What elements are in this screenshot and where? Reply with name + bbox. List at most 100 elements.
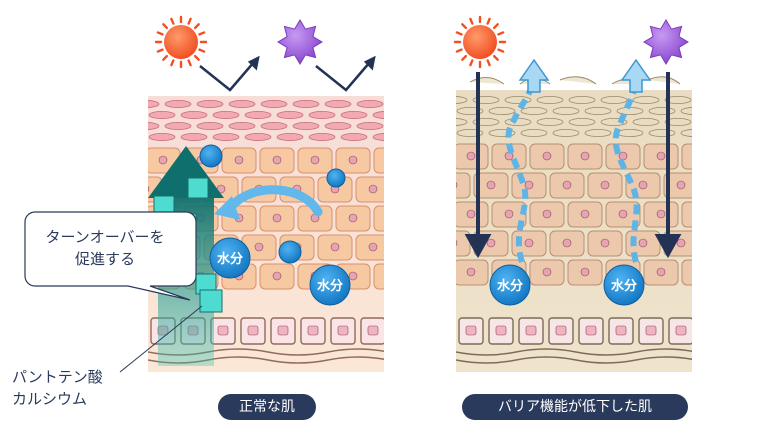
cell-nucleus [656,209,666,219]
basal-nucleus [615,325,627,336]
corneum-cell [308,111,336,120]
cell-nucleus [695,152,703,160]
cell-nucleus [542,209,552,219]
cell-nucleus [600,180,610,190]
cell-nucleus [695,268,703,276]
cell-nucleus [600,238,610,248]
cell-nucleus [562,180,572,190]
corneum-cell [292,122,320,131]
water-label: 水分 [611,278,637,294]
reflect-arrow-icon [199,55,376,92]
skin-cell [456,172,471,199]
cell-nucleus [310,155,320,165]
cell-nucleus [504,209,514,219]
sun-ray [497,48,505,53]
sun-ray [486,17,491,25]
cell-nucleus [580,151,590,161]
skin-cell [681,259,692,286]
corneum-cell [148,132,176,141]
corneum-cell [372,133,384,141]
sun-ray [492,54,499,61]
basal-nucleus [645,325,657,336]
corneum-cell [148,111,176,120]
cell-nucleus [486,238,496,248]
cell-nucleus [348,155,358,165]
cell-nucleus [387,214,395,222]
corneum-cell [648,107,676,116]
cell-nucleus [562,238,572,248]
sun-ray [170,17,175,25]
corneum-cell [520,128,548,137]
cell-nucleus [158,155,168,165]
sun-ray [461,23,468,30]
corneum-cell [648,128,676,137]
sun-ray [156,31,164,36]
skin-cell [373,147,384,174]
sun-icon [154,15,208,69]
skin-cell [456,230,471,257]
corneum-cell [356,100,384,109]
corneum-cell [456,96,468,104]
water-droplets-normal [199,144,346,264]
caption-damaged-skin: バリア機能が低下した肌 [462,394,688,420]
corneum-cell [664,118,692,127]
water-bubble: 水分 [309,264,351,306]
corneum-cell [244,111,272,120]
cell-nucleus [486,180,496,190]
corneum-cell [680,107,692,115]
ingredient-label: パントテン酸 カルシウム [12,366,182,410]
sun-ray [469,17,474,25]
corneum-cell [260,122,288,131]
stratum-corneum-normal [148,100,384,141]
cell-nucleus [656,267,666,277]
basal-nucleus [247,325,259,336]
ingredient-line-2: カルシウム [12,390,88,408]
penetrate-arrow-icon [464,72,682,259]
cell-nucleus [542,267,552,277]
corneum-cell [632,118,660,127]
sun-ray [497,31,505,36]
basal-nucleus [277,325,289,336]
sun-disc [164,25,198,59]
corneum-cell [600,96,628,105]
corneum-cell [180,111,208,120]
cell-nucleus [387,272,395,280]
cell-nucleus [348,213,358,223]
corneum-cell [196,100,224,109]
cell-nucleus [524,238,534,248]
corneum-cell [536,118,564,127]
cell-nucleus [524,180,534,190]
corneum-cell [276,111,304,120]
callout-text: ターンオーバーを 促進する [25,226,185,270]
basal-nucleus [495,325,507,336]
basal-nucleus [217,325,229,336]
corneum-cell [244,132,272,141]
cell-nucleus [148,185,150,193]
caption-normal-skin: 正常な肌 [218,394,316,420]
moisture-escape-paths [505,81,640,263]
basal-nucleus [675,325,687,336]
callout-bubble [24,211,197,301]
corneum-cell [520,107,548,116]
corneum-cell [568,96,596,105]
corneum-cell [180,132,208,141]
cell-nucleus [456,181,458,189]
basal-nucleus [367,325,379,336]
cell-nucleus [272,155,282,165]
corneum-cell [340,132,368,141]
basal-layer-damaged [456,317,692,364]
uv-star-icon [643,19,689,65]
sun-ray [187,59,192,67]
callout-line-2: 促進する [74,250,135,268]
corneum-cell [616,107,644,116]
corneum-cell [308,132,336,141]
corneum-cell [552,107,580,116]
corneum-cell [616,128,644,137]
cell-nucleus [695,210,703,218]
cell-nucleus [542,151,552,161]
sun-ray [455,48,463,53]
corneum-cell [324,100,352,109]
cell-nucleus [330,242,340,252]
